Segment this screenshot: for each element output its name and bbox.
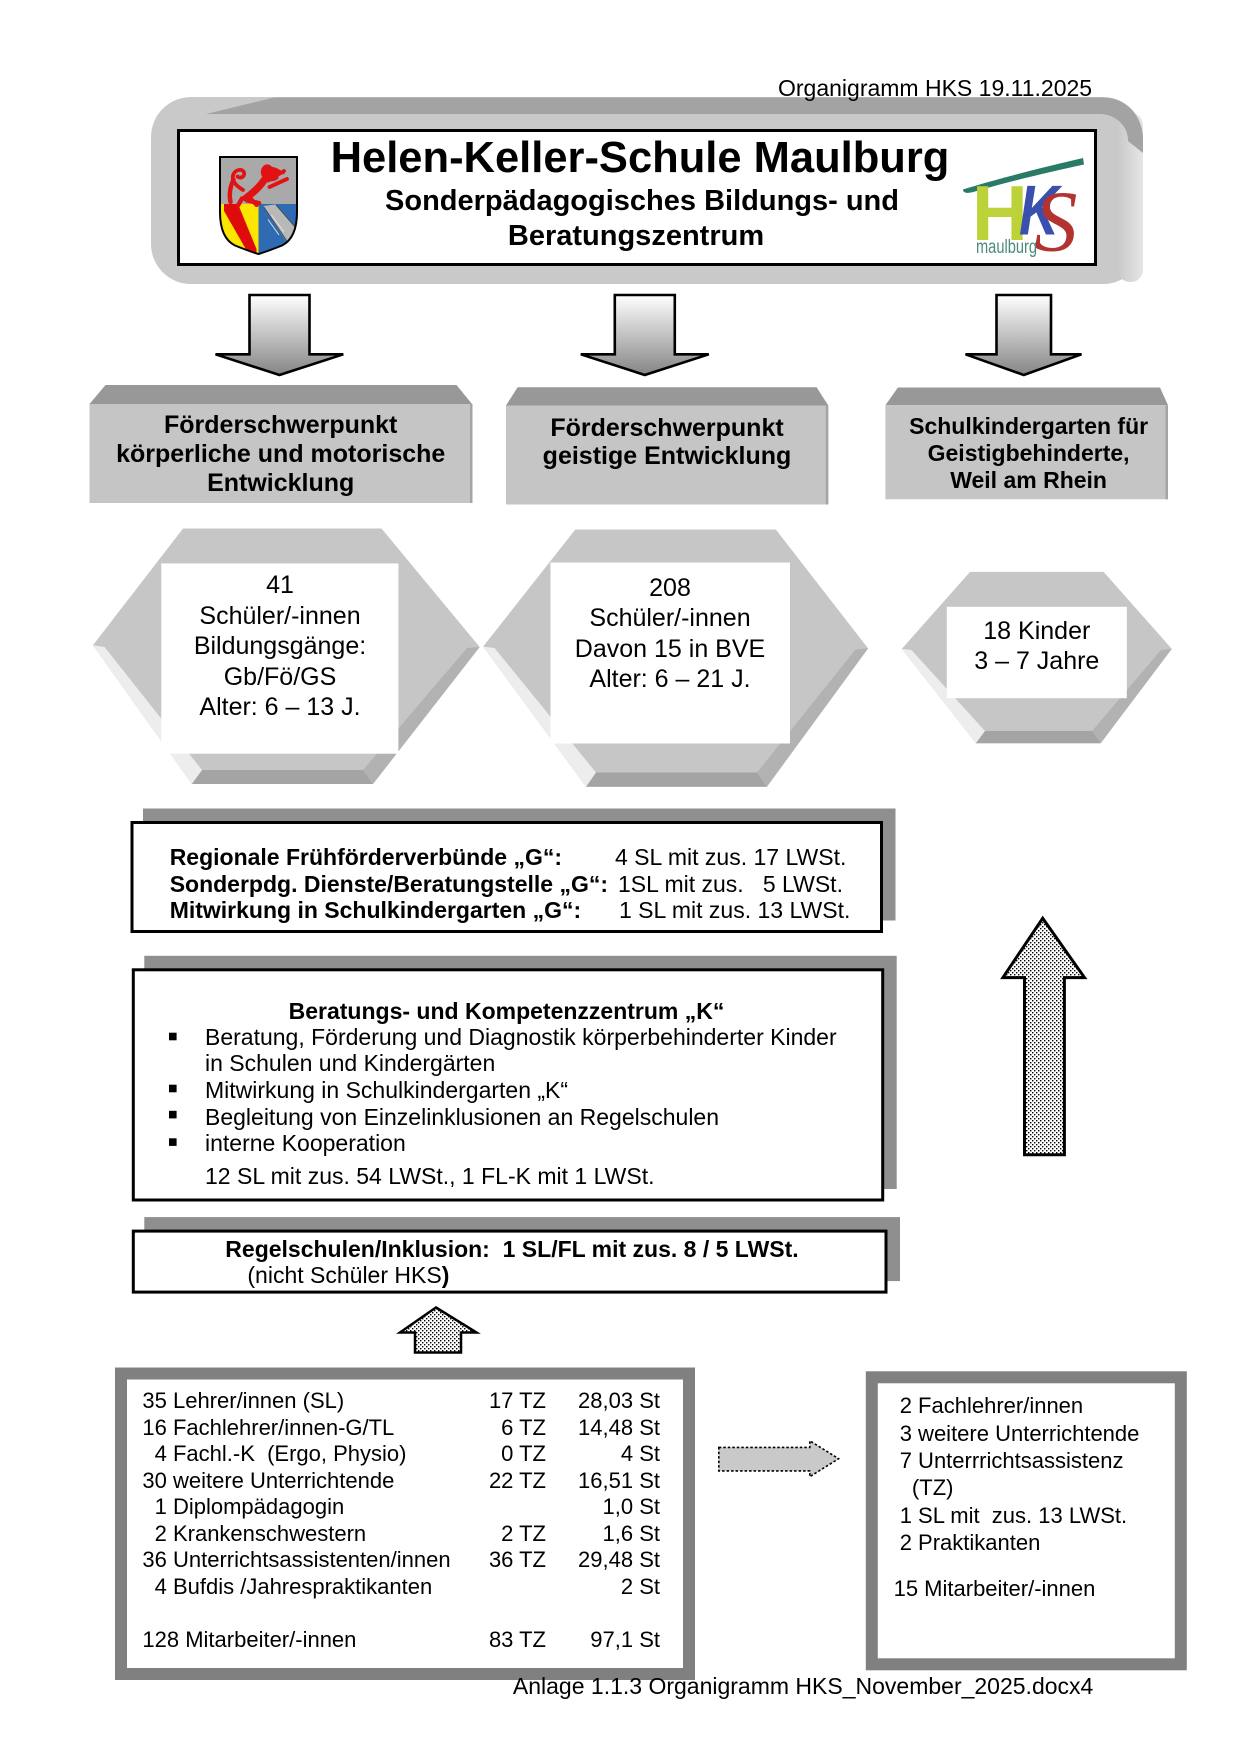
svg-text:H: H (972, 171, 1028, 257)
svg-text:K: K (1019, 171, 1063, 250)
svg-text:maulburg: maulburg (976, 237, 1037, 258)
svg-text:S: S (1034, 173, 1078, 270)
